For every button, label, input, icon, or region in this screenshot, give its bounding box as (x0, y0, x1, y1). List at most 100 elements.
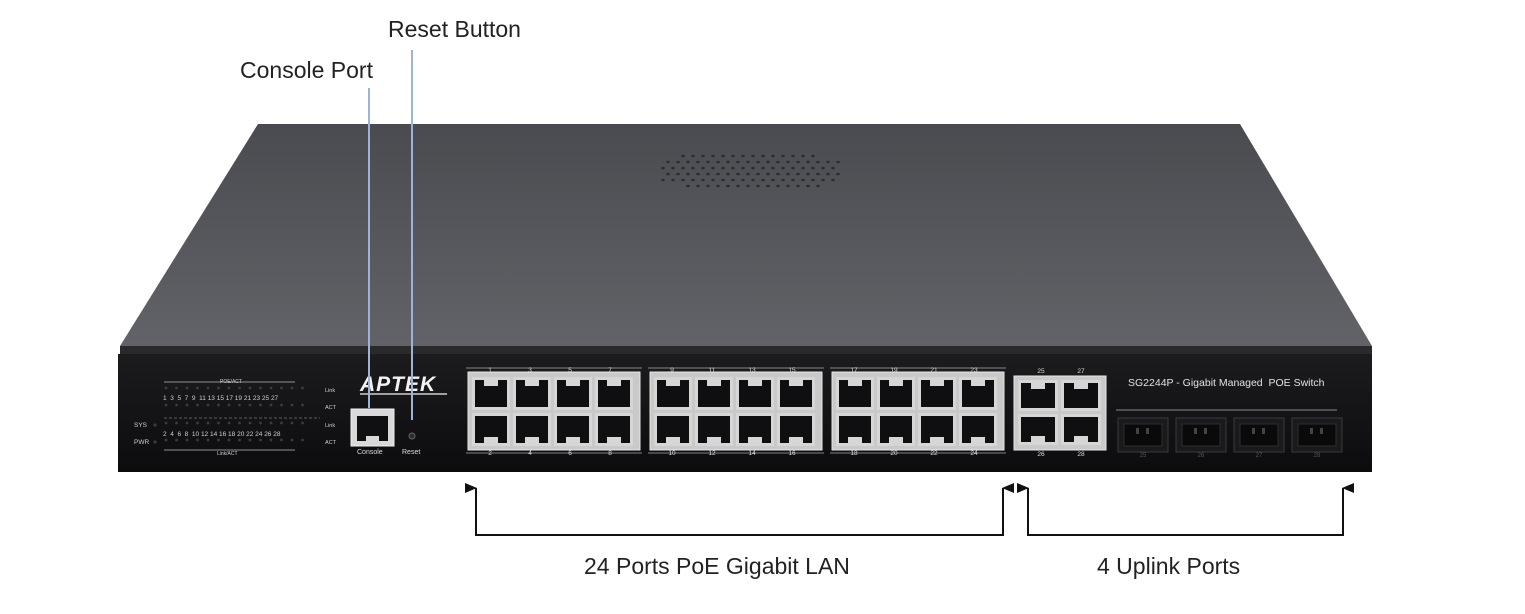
rj45-port[interactable] (513, 377, 551, 410)
status-led (238, 386, 241, 390)
vent-hole (761, 154, 765, 158)
vent-hole (751, 154, 755, 158)
led-bottom-caption: Link/ACT (217, 451, 238, 457)
vent-hole (806, 172, 810, 176)
reset-button[interactable] (408, 432, 416, 440)
sfp-port[interactable]: 26 (1175, 417, 1227, 459)
vent-hole (701, 178, 705, 182)
port-number: 5 (568, 367, 572, 374)
vent-hole (686, 172, 690, 176)
led-even-ports: 2 4 6 8 10 12 14 16 18 20 22 24 26 28 (163, 431, 281, 438)
status-led (206, 438, 210, 442)
rj45-port[interactable] (472, 413, 510, 446)
vent-hole (791, 154, 795, 158)
vent-hole (801, 154, 805, 158)
rj45-port[interactable] (654, 413, 692, 446)
port-number: 6 (568, 450, 572, 457)
vent-hole (676, 160, 680, 164)
rj45-port[interactable] (1061, 380, 1101, 411)
vent-hole (771, 154, 775, 158)
vent-hole (741, 166, 745, 170)
vent-hole (811, 154, 815, 158)
uplink-ports-callout: 4 Uplink Ports (1097, 553, 1241, 579)
poe-lan-ports (466, 367, 1006, 454)
vent-hole (731, 166, 735, 170)
status-leds (153, 386, 304, 444)
rj45-port[interactable] (654, 377, 692, 410)
rj45-port[interactable] (554, 377, 592, 410)
vent-hole (711, 178, 715, 182)
vent-hole (666, 160, 670, 164)
status-led (175, 421, 178, 425)
rj45-port[interactable] (959, 413, 997, 446)
console-port[interactable] (350, 408, 395, 447)
rj45-port[interactable] (595, 377, 633, 410)
status-led (164, 438, 168, 442)
rj45-port[interactable] (595, 413, 633, 446)
vent-hole (746, 172, 750, 176)
rj45-port[interactable] (736, 413, 774, 446)
rj45-port[interactable] (777, 413, 815, 446)
vent-hole (681, 154, 685, 158)
status-led (185, 403, 189, 407)
status-led (175, 403, 178, 407)
vent-hole (801, 166, 805, 170)
vent-hole (671, 178, 675, 182)
status-led (217, 403, 220, 407)
vent-hole (781, 166, 785, 170)
rj45-port[interactable] (1018, 414, 1058, 445)
vent-hole (736, 172, 740, 176)
vent-hole (751, 178, 755, 182)
vent-hole (706, 160, 710, 164)
rj45-port[interactable] (1061, 414, 1101, 445)
vent-hole (761, 178, 765, 182)
status-led (185, 438, 189, 442)
rj45-port[interactable] (554, 413, 592, 446)
rj45-port[interactable] (877, 413, 915, 446)
vent-hole (726, 184, 730, 188)
vent-hole (831, 178, 835, 182)
rj45-port[interactable] (877, 377, 915, 410)
ventilation-grille (661, 154, 840, 188)
status-led (269, 386, 273, 390)
rj45-port[interactable] (959, 377, 997, 410)
status-led (301, 386, 304, 390)
status-led (185, 386, 189, 390)
vent-hole (671, 166, 675, 170)
vent-hole (796, 160, 800, 164)
vent-hole (726, 172, 730, 176)
sfp-port[interactable]: 27 (1233, 417, 1285, 459)
rj45-port[interactable] (1018, 380, 1058, 411)
port-group (830, 367, 1006, 454)
rj45-port[interactable] (777, 377, 815, 410)
rj45-port[interactable] (695, 413, 733, 446)
vent-hole (691, 178, 695, 182)
port-number: 19 (890, 367, 898, 374)
rj45-port[interactable] (918, 413, 956, 446)
vent-hole (836, 160, 840, 164)
rj45-port[interactable] (513, 413, 551, 446)
status-led (175, 438, 178, 442)
rj45-port[interactable] (736, 377, 774, 410)
vent-hole (781, 178, 785, 182)
uplink-port-number: 25 (1037, 368, 1045, 375)
vent-hole (756, 160, 760, 164)
led-link-label-1: Link (325, 388, 335, 394)
sfp-port[interactable]: 28 (1291, 417, 1343, 459)
rj45-port[interactable] (836, 413, 874, 446)
status-led (301, 438, 304, 442)
lan-ports-callout: 24 Ports PoE Gigabit LAN (584, 553, 850, 579)
rj45-port[interactable] (472, 377, 510, 410)
vent-hole (681, 178, 685, 182)
rj45-port[interactable] (918, 377, 956, 410)
status-led (248, 421, 252, 425)
status-led (280, 438, 283, 442)
vent-hole (716, 184, 720, 188)
status-led (290, 421, 294, 425)
rj45-port[interactable] (836, 377, 874, 410)
rj45-port[interactable] (695, 377, 733, 410)
sfp-port[interactable]: 25 (1117, 417, 1169, 459)
model-label: SG2244P - Gigabit Managed POE Switch (1128, 377, 1325, 389)
